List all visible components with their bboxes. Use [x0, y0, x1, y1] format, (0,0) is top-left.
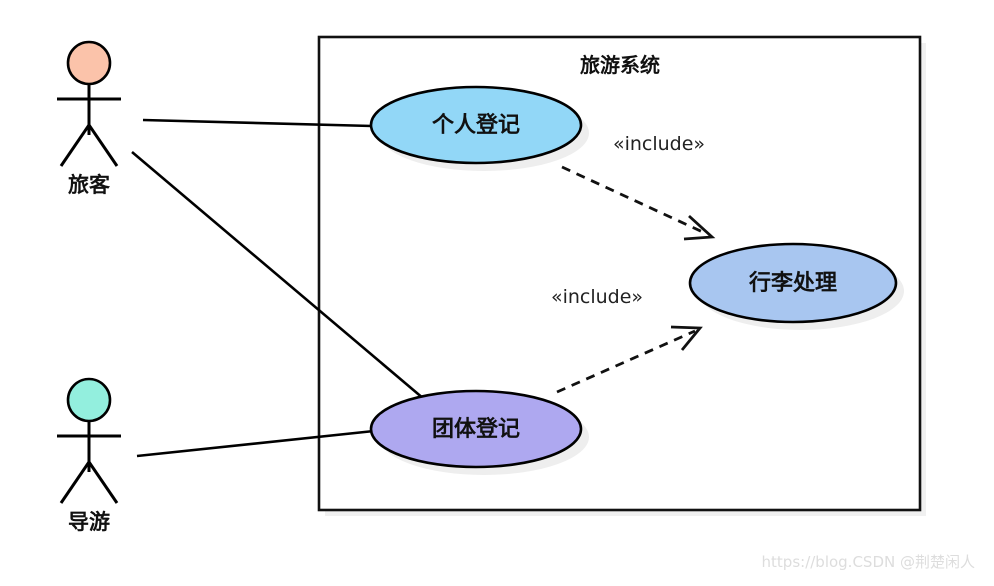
arrowhead-icon	[683, 214, 716, 241]
include-stereotype-label: «include»	[551, 286, 643, 308]
actor-right-leg-line	[87, 461, 119, 504]
usecase-individual-registration-label: 个人登记	[432, 113, 520, 138]
usecase-baggage-handling-label: 行李处理	[748, 270, 837, 296]
usecase-group-registration[interactable]: 团体登记	[369, 389, 589, 475]
actor-left-leg-line	[59, 461, 91, 504]
include-stereotype-label: «include»	[613, 133, 705, 155]
usecase-group-registration-label: 团体登记	[432, 417, 520, 442]
usecase-baggage-handling[interactable]: 行李处理	[688, 242, 904, 330]
include-group-to-baggage[interactable]: «include»	[551, 286, 703, 394]
arrowhead-icon	[670, 325, 703, 351]
include-individual-to-baggage[interactable]: «include»	[561, 133, 716, 241]
association-traveler-group[interactable]	[131, 151, 425, 400]
watermark-text: https://blog.CSDN @荆楚闲人	[762, 553, 975, 571]
actor-head-icon	[66, 40, 112, 86]
actor-traveler[interactable]: 旅客	[57, 40, 121, 197]
actor-traveler-label: 旅客	[68, 173, 111, 197]
actor-left-leg-line	[59, 124, 91, 167]
usecase-ellipse	[369, 389, 583, 469]
usecase-individual-registration[interactable]: 个人登记	[369, 85, 589, 171]
usecase-ellipse	[369, 85, 583, 165]
actor-tour-guide-label: 导游	[68, 510, 110, 534]
actor-tour-guide[interactable]: 导游	[57, 377, 121, 534]
association-guide-group[interactable]	[136, 429, 375, 458]
include-dashed-line	[561, 165, 708, 236]
usecase-ellipse	[688, 242, 898, 324]
association-traveler-individual[interactable]	[142, 118, 373, 128]
system-title: 旅游系统	[580, 53, 660, 77]
actor-right-leg-line	[87, 124, 119, 167]
actor-head-icon	[66, 377, 112, 423]
